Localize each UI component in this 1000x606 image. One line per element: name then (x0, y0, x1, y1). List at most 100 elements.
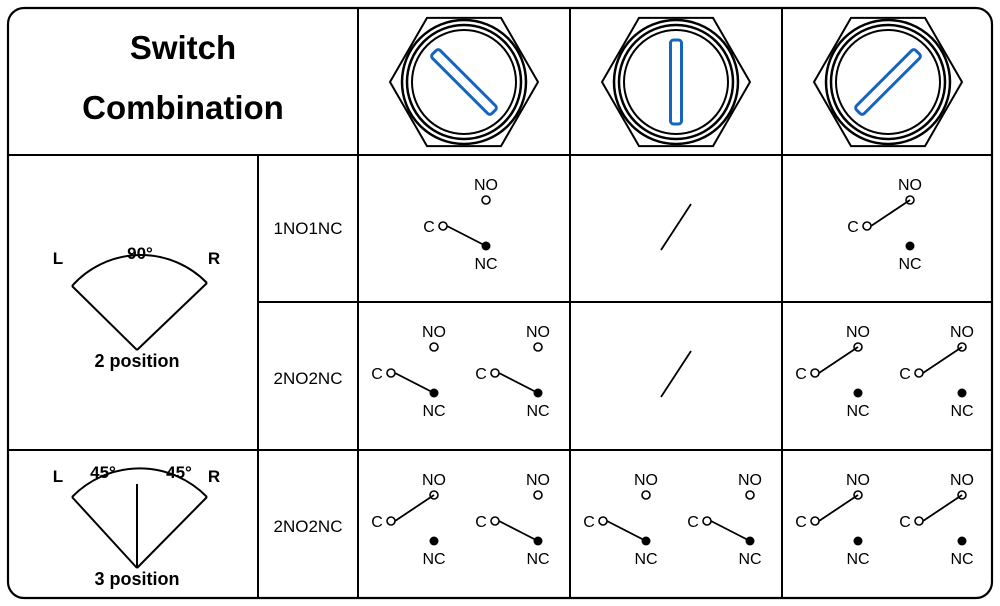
common-terminal (702, 516, 712, 526)
terminal-label: NC (526, 551, 549, 568)
terminal-label: NC (738, 551, 761, 568)
terminal-label: C (795, 514, 807, 531)
terminal-label: NO (422, 472, 446, 489)
terminal-label: C (899, 366, 911, 383)
contact-lever (818, 346, 859, 374)
contact-symbol: NO C NC (687, 472, 762, 568)
no-terminal (429, 342, 439, 352)
no-terminal (533, 490, 543, 500)
terminal-label: NO (950, 324, 974, 341)
contact-symbol: NO C NC (899, 472, 974, 568)
terminal-label: NC (474, 256, 497, 273)
common-terminal (810, 368, 820, 378)
common-terminal (490, 368, 500, 378)
common-terminal (914, 368, 924, 378)
terminal-label: C (475, 366, 487, 383)
nc-terminal (957, 388, 967, 398)
no-terminal (641, 490, 651, 500)
not-applicable-mark (660, 350, 692, 398)
no-terminal (481, 195, 491, 205)
contact-lever (818, 494, 859, 522)
terminal-label: NO (738, 472, 762, 489)
terminal-label: NC (634, 551, 657, 568)
contact-lever (606, 520, 647, 542)
contact-symbol: NO C NC (475, 324, 550, 420)
contact-type-label: 2NO2NC (273, 369, 343, 388)
terminal-label: NC (950, 551, 973, 568)
common-terminal (386, 516, 396, 526)
terminal-label: C (795, 366, 807, 383)
terminal-label: NC (950, 403, 973, 420)
terminal-label: NC (422, 551, 445, 568)
contact-lever (446, 225, 487, 247)
mode-2-position-icon (71, 253, 208, 351)
terminal-label: C (475, 514, 487, 531)
mode-angle-label-left: 45° (90, 463, 116, 482)
mode-right-label: R (208, 467, 220, 486)
terminal-label: NO (846, 324, 870, 341)
no-terminal (533, 342, 543, 352)
nc-terminal (429, 536, 439, 546)
page-title: Combination (82, 89, 284, 126)
mode-3-position-icon (71, 467, 208, 569)
knob-center-icon (600, 16, 752, 148)
nc-terminal (957, 536, 967, 546)
terminal-label: NC (898, 256, 921, 273)
no-terminal (745, 490, 755, 500)
nc-terminal (853, 536, 863, 546)
common-terminal (490, 516, 500, 526)
terminal-label: NO (634, 472, 658, 489)
common-terminal (914, 516, 924, 526)
contact-lever (710, 520, 751, 542)
terminal-label: C (371, 366, 383, 383)
common-terminal (598, 516, 608, 526)
mode-right-label: R (208, 249, 220, 268)
terminal-label: C (847, 219, 859, 236)
contact-lever (922, 346, 963, 374)
terminal-label: NO (846, 472, 870, 489)
contact-symbol: NO C NC (583, 472, 658, 568)
terminal-label: NO (526, 472, 550, 489)
contact-lever (922, 494, 963, 522)
contact-symbol: NO C NC (795, 324, 870, 420)
terminal-label: C (423, 219, 435, 236)
contact-lever (498, 372, 539, 394)
contact-lever (394, 372, 435, 394)
contact-symbol: NO C NC (795, 472, 870, 568)
terminal-label: NO (950, 472, 974, 489)
mode-left-label: L (53, 467, 63, 486)
common-terminal (386, 368, 396, 378)
knob-right-icon (812, 16, 964, 148)
terminal-label: NC (526, 403, 549, 420)
terminal-label: NC (846, 551, 869, 568)
terminal-label: NO (474, 177, 498, 194)
knob-left-icon (388, 16, 540, 148)
nc-terminal (853, 388, 863, 398)
mode-caption: 3 position (95, 569, 180, 589)
contact-symbol: NO C NC (475, 472, 550, 568)
terminal-label: C (583, 514, 595, 531)
terminal-label: C (899, 514, 911, 531)
mode-angle-label: 90° (127, 244, 153, 263)
terminal-label: NC (846, 403, 869, 420)
not-applicable-mark (660, 203, 692, 251)
contact-symbol: NO C NC (371, 324, 446, 420)
contact-lever (870, 199, 911, 227)
contact-lever (394, 494, 435, 522)
terminal-label: NC (422, 403, 445, 420)
contact-symbol: NO C NC (899, 324, 974, 420)
common-terminal (810, 516, 820, 526)
common-terminal (862, 221, 872, 231)
mode-caption: 2 position (95, 351, 180, 371)
terminal-label: NO (526, 324, 550, 341)
nc-terminal (905, 241, 915, 251)
terminal-label: NO (422, 324, 446, 341)
common-terminal (438, 221, 448, 231)
contact-symbol: NO C NC (423, 177, 498, 273)
terminal-label: C (687, 514, 699, 531)
contact-lever (498, 520, 539, 542)
